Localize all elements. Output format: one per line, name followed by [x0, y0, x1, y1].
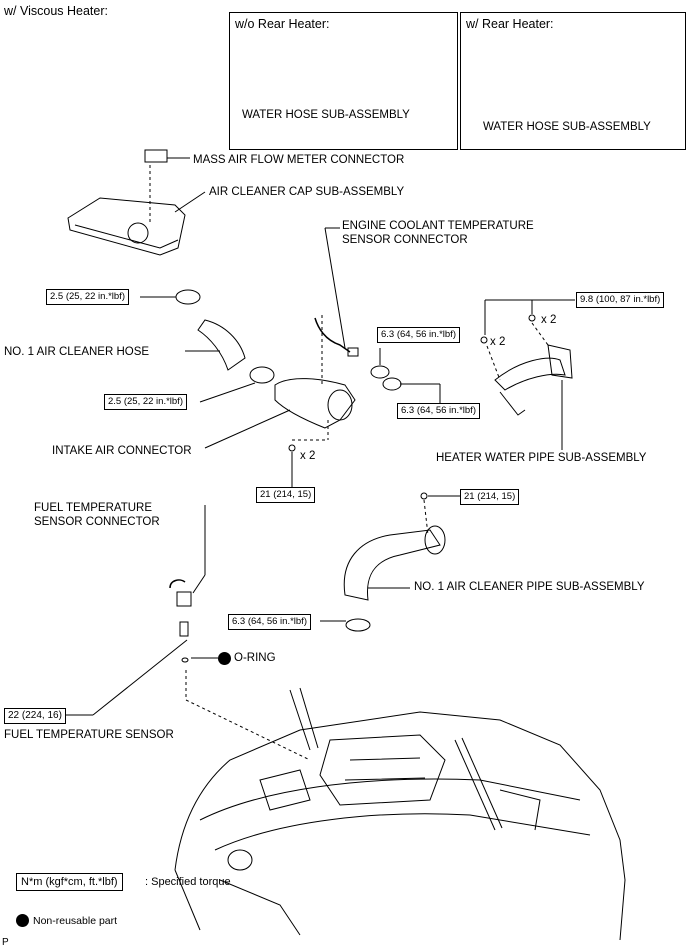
inset-with-rear-heater: w/ Rear Heater: WATER HOSE SUB-ASSEMBLY — [460, 12, 686, 150]
page-title: w/ Viscous Heater: — [4, 4, 108, 18]
torque-spec: 21 (214, 15) — [256, 487, 316, 503]
label-o-ring: O-RING — [234, 652, 276, 664]
label-ect-connector-2: SENSOR CONNECTOR — [342, 234, 468, 246]
label-air-cleaner-hose: NO. 1 AIR CLEANER HOSE — [4, 346, 150, 358]
torque-spec: 6.3 (64, 56 in.*lbf) — [397, 403, 480, 419]
torque-spec: 22 (224, 16) — [4, 708, 66, 724]
inset-without-rear-heater: w/o Rear Heater: WATER HOSE SUB-ASSEMBLY — [229, 12, 458, 150]
torque-spec: 9.8 (100, 87 in.*lbf) — [576, 292, 665, 308]
label-intake-connector: INTAKE AIR CONNECTOR — [52, 445, 192, 457]
label-fuel-temp-connector-2: SENSOR CONNECTOR — [34, 516, 160, 528]
non-reusable-icon — [218, 652, 231, 665]
label-maf-connector: MASS AIR FLOW METER CONNECTOR — [193, 154, 405, 166]
legend-torque-desc: : Specified torque — [145, 876, 231, 888]
non-reusable-icon — [16, 914, 29, 927]
inset-title: w/ Rear Heater: — [466, 17, 554, 31]
torque-spec: 2.5 (25, 22 in.*lbf) — [46, 289, 129, 305]
legend-torque-box: N*m (kgf*cm, ft.*lbf) — [16, 873, 123, 891]
inset-part-label: WATER HOSE SUB-ASSEMBLY — [483, 121, 651, 133]
quantity-label: x 2 — [541, 314, 557, 326]
label-fuel-temp-sensor: FUEL TEMPERATURE SENSOR — [4, 729, 174, 741]
torque-spec: 2.5 (25, 22 in.*lbf) — [104, 394, 187, 410]
label-ect-connector-1: ENGINE COOLANT TEMPERATURE — [342, 220, 534, 232]
label-air-cleaner-pipe: NO. 1 AIR CLEANER PIPE SUB-ASSEMBLY — [414, 581, 645, 593]
torque-spec: 21 (214, 15) — [460, 489, 520, 505]
torque-spec: 6.3 (64, 56 in.*lbf) — [228, 614, 311, 630]
inset-title: w/o Rear Heater: — [235, 17, 330, 31]
torque-spec: 6.3 (64, 56 in.*lbf) — [377, 327, 460, 343]
label-air-cleaner-cap: AIR CLEANER CAP SUB-ASSEMBLY — [209, 186, 405, 198]
inset-part-label: WATER HOSE SUB-ASSEMBLY — [242, 109, 410, 121]
quantity-label: x 2 — [300, 450, 316, 462]
label-fuel-temp-connector-1: FUEL TEMPERATURE — [34, 502, 152, 514]
figure-code: P — [2, 937, 9, 948]
quantity-label: x 2 — [490, 336, 506, 348]
label-heater-pipe: HEATER WATER PIPE SUB-ASSEMBLY — [436, 452, 647, 464]
legend-nonreusable: Non-reusable part — [33, 915, 118, 927]
